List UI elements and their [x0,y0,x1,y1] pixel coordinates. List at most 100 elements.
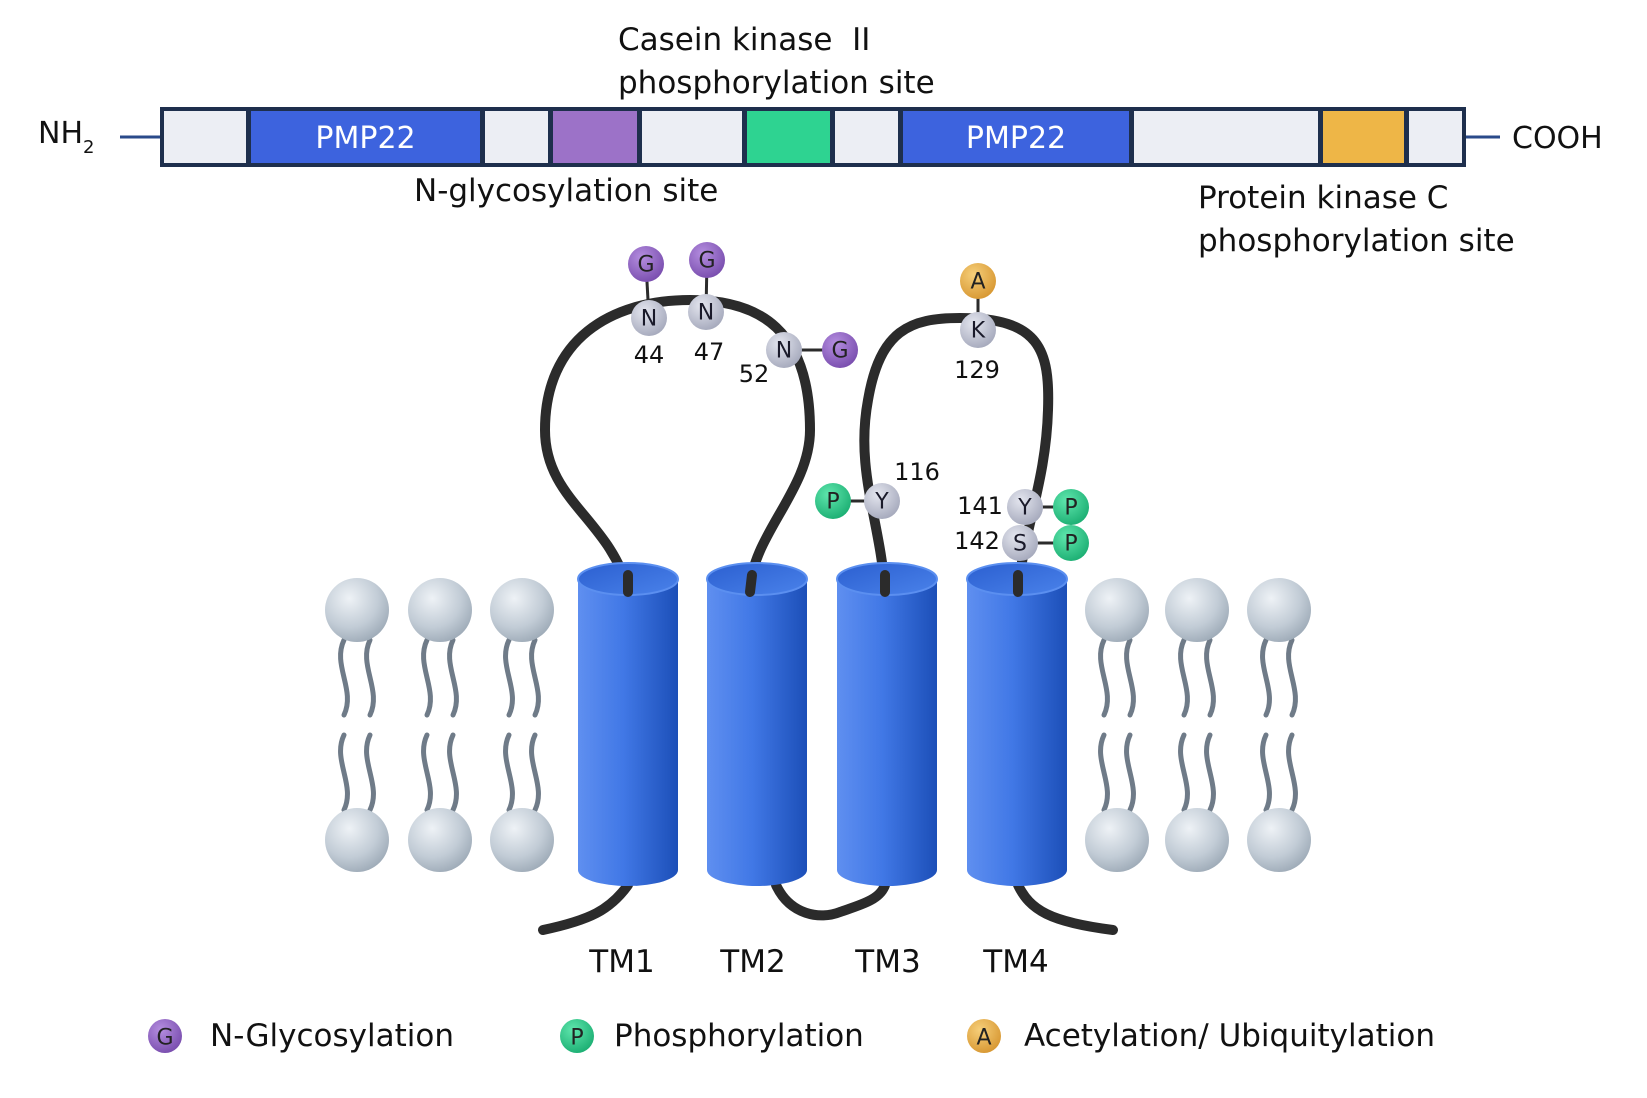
lipid-tail [1178,732,1190,813]
lipid-tail [447,732,459,813]
residue-number: 44 [634,341,665,369]
lipid-tail [529,637,541,718]
lipid-head-bottom [325,808,389,872]
lipid-head-top [490,578,554,642]
phosphorylation-icon [560,1019,594,1053]
tm1-label: TM1 [588,944,654,980]
transmembrane-helices [577,562,1068,886]
modification-symbol: G [831,339,848,364]
domain-segment-plain [1134,111,1318,163]
lipid-bilayer [325,578,1311,872]
tm4-label: TM4 [982,944,1048,980]
lipid-head-bottom [408,808,472,872]
modification-symbol: A [970,270,985,295]
lipid-head-bottom [1085,808,1149,872]
lipid-tail [1286,732,1298,813]
legend: G N-Glycosylation P Phosphorylation A Ac… [148,1018,1435,1054]
modification-symbol: G [637,253,654,278]
legend-label-glycosylation: N-Glycosylation [210,1018,454,1054]
lipid-tail [1204,637,1216,718]
domain-segment-pkc [1323,111,1404,163]
domain-label-pmp22: PMP22 [315,121,415,156]
lipid [1247,578,1311,872]
lipid-tail [421,637,433,718]
lipid-head-top [1165,578,1229,642]
helix-body [707,579,807,886]
helix-body [837,579,937,886]
domain-segment-n-glyco [553,111,637,163]
residue-number: 116 [894,458,940,486]
lipid-head-bottom [1165,808,1229,872]
residue-number: 141 [957,492,1003,520]
residue-letter: N [641,307,657,332]
c-terminus-label: COOH [1512,121,1603,156]
lipid-head-bottom [1247,808,1311,872]
modification-symbol: P [1064,532,1077,557]
modification-symbol: P [826,490,839,515]
lipid-tail [1124,637,1136,718]
residue-n52: G N52 [739,332,858,388]
lipid-head-top [1247,578,1311,642]
helix-tm2 [706,562,808,886]
lipid-tail [1098,637,1110,718]
lipid-tail [503,732,515,813]
domain-segment-pmp22 [903,111,1129,163]
legend-symbol-a: A [976,1026,991,1051]
residue-number: 52 [739,360,770,388]
residue-number: 47 [694,338,725,366]
acetylation-icon [967,1019,1001,1053]
c-terminal-tail [1013,880,1118,935]
pkc-label-line1: Protein kinase C [1198,180,1448,216]
helix-body [967,579,1067,886]
chain-entries [623,570,1023,597]
lipid [325,578,389,872]
lipid-tail [1098,732,1110,813]
domain-segment-plain [1409,111,1462,163]
lipid-tail [338,732,350,813]
phospho-modification-icon [1053,525,1089,561]
residue-icon [960,312,996,348]
domain-segment-plain [835,111,898,163]
residue-letter: Y [1017,496,1032,521]
lipid-tail [364,637,376,718]
tm3-label: TM3 [854,944,920,980]
helix-tm3 [836,562,938,886]
glyco-modification-icon [628,246,664,282]
lipid-tail [338,637,350,718]
lipid-tail [529,732,541,813]
residue-letter: N [698,301,714,326]
residue-icon [688,294,724,330]
residue-letter: Y [874,490,889,515]
lipid-tail [1178,637,1190,718]
lipid-tail [421,732,433,813]
legend-symbol-g: G [156,1026,173,1051]
lipid-head-top [325,578,389,642]
casein-kinase-label-line1: Casein kinase II [618,22,870,58]
residue-icon [631,300,667,336]
residue-icon [1007,489,1043,525]
helix-tm1 [577,562,679,886]
glyco-modification-icon [689,242,725,278]
lipid [408,578,472,872]
residue-letter: N [776,339,792,364]
lipid-head-bottom [490,808,554,872]
casein-kinase-label-line2: phosphorylation site [618,65,935,101]
chain-entry-tm2 [745,570,757,597]
intracellular-loop [771,880,890,921]
lipid-tail [1260,732,1272,813]
legend-label-phosphorylation: Phosphorylation [614,1018,864,1054]
residue-n44: G N 44 [628,246,667,369]
tm2-label: TM2 [719,944,785,980]
lipid-tail [1204,732,1216,813]
residue-number: 129 [954,356,1000,384]
n-terminus-label: NH2 [38,116,94,158]
glyco-modification-icon [822,332,858,368]
residue-icon [864,483,900,519]
phospho-modification-icon [1053,489,1089,525]
